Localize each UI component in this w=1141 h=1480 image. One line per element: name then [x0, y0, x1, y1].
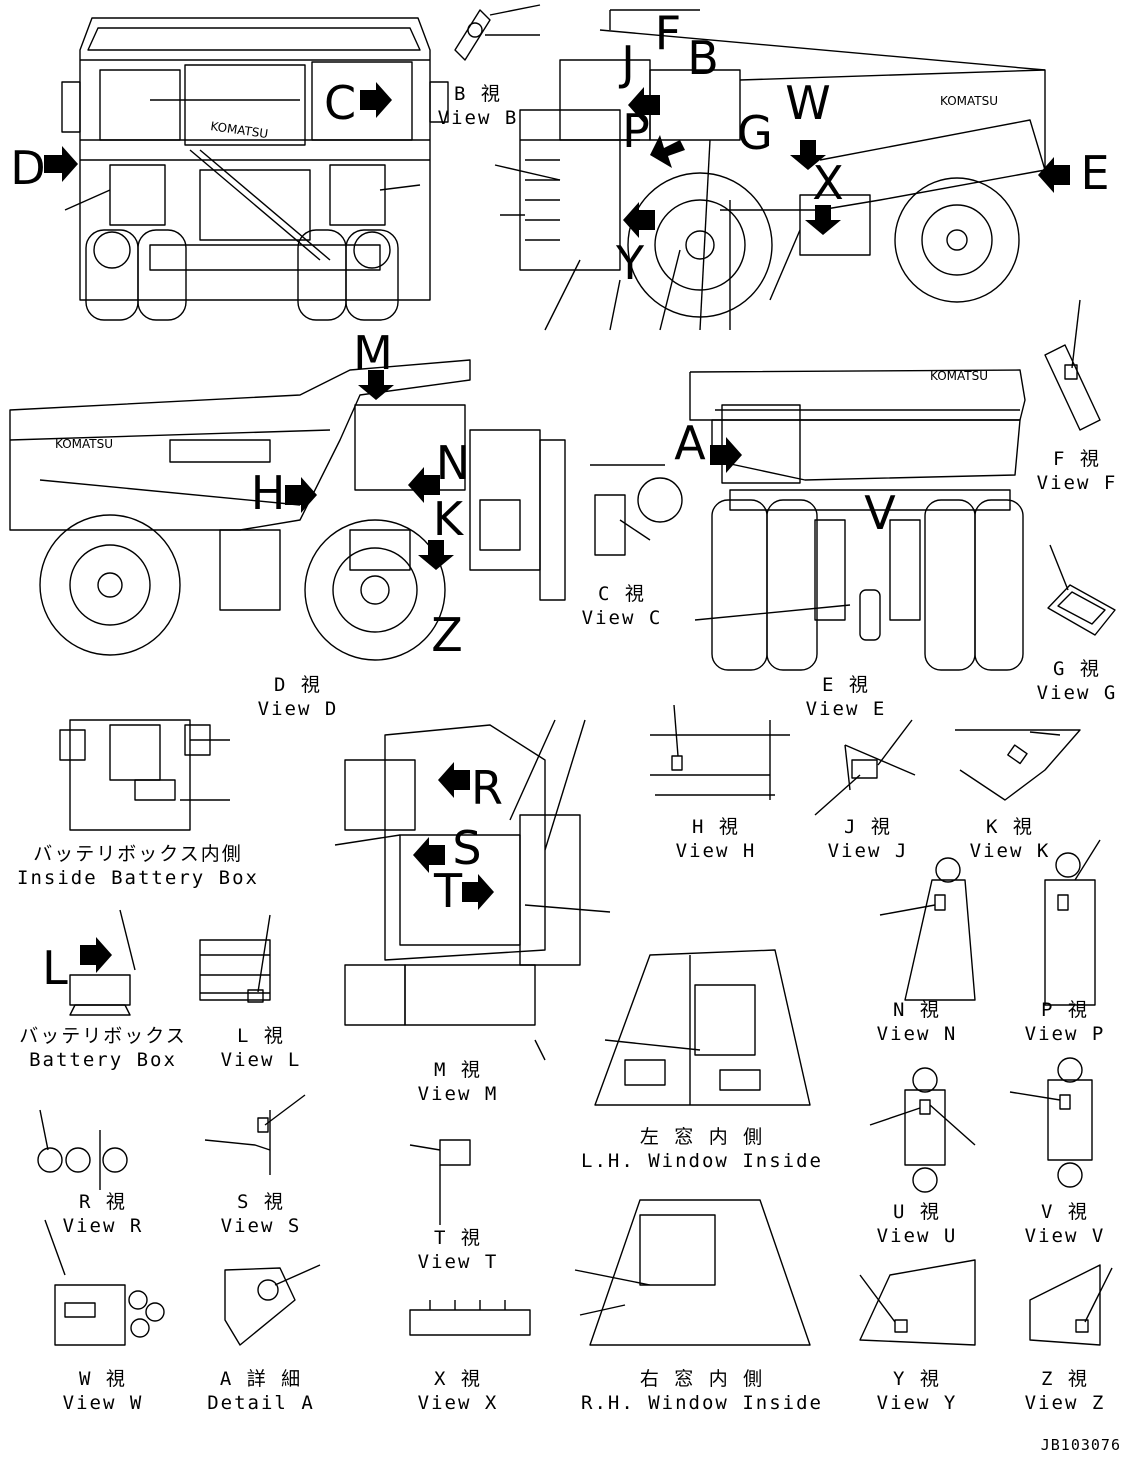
view-p-sketch: [1045, 840, 1100, 1005]
callout-c: C: [323, 76, 357, 130]
view-n-sketch: [880, 858, 975, 1000]
callout-z: Z: [431, 608, 463, 662]
truck-front-view: KOMATSU: [62, 18, 448, 320]
view-v-sketch: [1010, 1058, 1092, 1187]
view-h-sketch: [650, 705, 790, 800]
callout-b: B: [687, 31, 719, 85]
view-t-sketch: [410, 1140, 470, 1225]
view-s-sketch: [205, 1095, 305, 1175]
lh-window-sketch: [595, 950, 810, 1105]
callout-arrows: [44, 82, 1070, 973]
view-k-sketch: [955, 730, 1080, 800]
truck-side-view-left: KOMATSU: [10, 360, 565, 660]
view-j-sketch: [815, 720, 915, 815]
callout-p: P: [622, 104, 650, 158]
callout-a: A: [674, 416, 706, 470]
callout-f: F: [654, 6, 682, 60]
view-g-sketch: [1048, 545, 1115, 635]
brand-logo-side-left: KOMATSU: [55, 437, 113, 451]
rh-window-sketch: [575, 1200, 810, 1345]
callout-j: J: [621, 36, 635, 90]
callout-r: R: [471, 761, 503, 815]
callout-l: L: [42, 941, 68, 995]
callout-g: G: [737, 106, 773, 160]
callout-e: E: [1080, 146, 1110, 200]
brand-logo-rear: KOMATSU: [930, 369, 988, 383]
view-m-sketch: [335, 720, 610, 1060]
truck-rear-view: KOMATSU: [690, 369, 1025, 670]
view-b-sketch: [455, 5, 540, 60]
callout-d: D: [10, 141, 46, 195]
battery-box-sketch: [70, 910, 135, 1015]
callout-t: T: [433, 864, 463, 918]
callout-n: N: [435, 436, 471, 490]
detail-a-sketch: [225, 1265, 320, 1345]
callout-s: S: [452, 821, 482, 875]
callout-x: X: [812, 156, 844, 210]
callout-h: H: [250, 466, 286, 520]
brand-logo-front: KOMATSU: [210, 119, 269, 141]
view-f-sketch: [1045, 300, 1100, 430]
battery-box-inside-sketch: [60, 720, 230, 830]
view-r-sketch: [38, 1110, 127, 1190]
callout-v: V: [864, 486, 896, 540]
view-z-sketch: [1030, 1265, 1112, 1345]
callout-w: W: [785, 76, 831, 130]
callout-y: Y: [615, 236, 645, 290]
view-c-sketch: [590, 465, 682, 555]
view-w-sketch: [45, 1220, 164, 1345]
callout-k: K: [432, 492, 464, 546]
brand-logo-side-right: KOMATSU: [940, 94, 998, 108]
truck-side-view-right: KOMATSU: [495, 10, 1045, 330]
view-l-sketch: [200, 915, 270, 1002]
document-code: JB103076: [1040, 1436, 1121, 1454]
view-y-sketch: [860, 1260, 975, 1345]
view-x-sketch: [410, 1300, 530, 1335]
callout-m: M: [353, 326, 393, 380]
view-u-sketch: [870, 1068, 975, 1192]
